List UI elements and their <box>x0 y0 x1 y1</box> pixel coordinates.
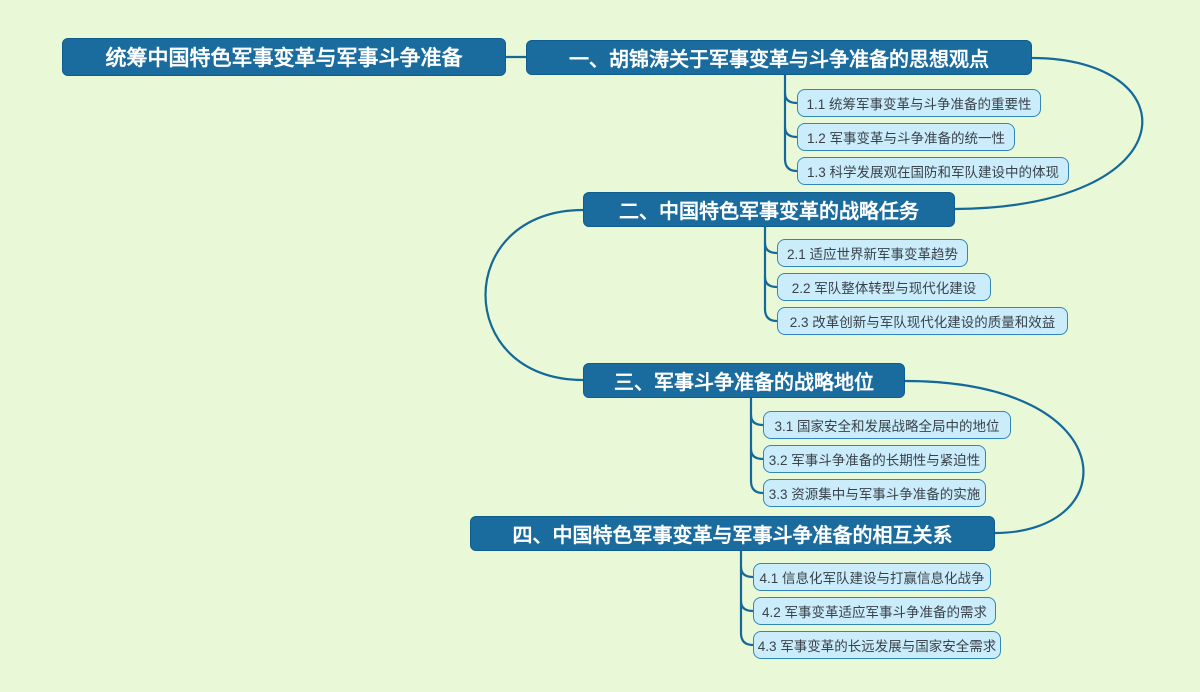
branch-node-3[interactable]: 三、军事斗争准备的战略地位 <box>583 363 905 398</box>
subtopic-node-1-3[interactable]: 1.3 科学发展观在国防和军队建设中的体现 <box>797 157 1069 185</box>
subtopic-node-2-2[interactable]: 2.2 军队整体转型与现代化建设 <box>777 273 991 301</box>
link-branch3-branch4 <box>903 379 1085 535</box>
link-branch4-child2 <box>739 599 755 613</box>
subtopic-node-3-2[interactable]: 3.2 军事斗争准备的长期性与紧迫性 <box>763 445 986 473</box>
subtopic-node-4-3[interactable]: 4.3 军事变革的长远发展与国家安全需求 <box>753 631 1001 659</box>
link-branch3-child1 <box>749 413 765 427</box>
subtopic-node-3-1[interactable]: 3.1 国家安全和发展战略全局中的地位 <box>763 411 1011 439</box>
link-branch2-children <box>763 225 779 323</box>
link-branch4-child1 <box>739 565 755 579</box>
subtopic-node-4-1[interactable]: 4.1 信息化军队建设与打赢信息化战争 <box>753 563 991 591</box>
link-branch2-branch3 <box>484 208 585 382</box>
subtopic-node-3-3[interactable]: 3.3 资源集中与军事斗争准备的实施 <box>763 479 986 507</box>
branch-node-1[interactable]: 一、胡锦涛关于军事变革与斗争准备的思想观点 <box>526 40 1032 75</box>
branch-node-4[interactable]: 四、中国特色军事变革与军事斗争准备的相互关系 <box>470 516 995 551</box>
link-branch3-children <box>749 396 765 495</box>
branch-node-2[interactable]: 二、中国特色军事变革的战略任务 <box>583 192 955 227</box>
subtopic-node-1-1[interactable]: 1.1 统筹军事变革与斗争准备的重要性 <box>797 89 1041 117</box>
link-branch3-child2 <box>749 447 765 461</box>
link-branch1-child2 <box>783 125 799 139</box>
link-branch2-child1 <box>763 241 779 255</box>
link-branch1-children <box>783 73 799 173</box>
root-topic-node[interactable]: 统筹中国特色军事变革与军事斗争准备 <box>62 38 506 76</box>
subtopic-node-2-3[interactable]: 2.3 改革创新与军队现代化建设的质量和效益 <box>777 307 1068 335</box>
link-branch2-child2 <box>763 275 779 289</box>
link-branch1-child1 <box>783 91 799 105</box>
link-branch1-branch2 <box>953 56 1144 211</box>
subtopic-node-2-1[interactable]: 2.1 适应世界新军事变革趋势 <box>777 239 968 267</box>
link-branch4-children <box>739 549 755 647</box>
subtopic-node-1-2[interactable]: 1.2 军事变革与斗争准备的统一性 <box>797 123 1015 151</box>
subtopic-node-4-2[interactable]: 4.2 军事变革适应军事斗争准备的需求 <box>753 597 996 625</box>
